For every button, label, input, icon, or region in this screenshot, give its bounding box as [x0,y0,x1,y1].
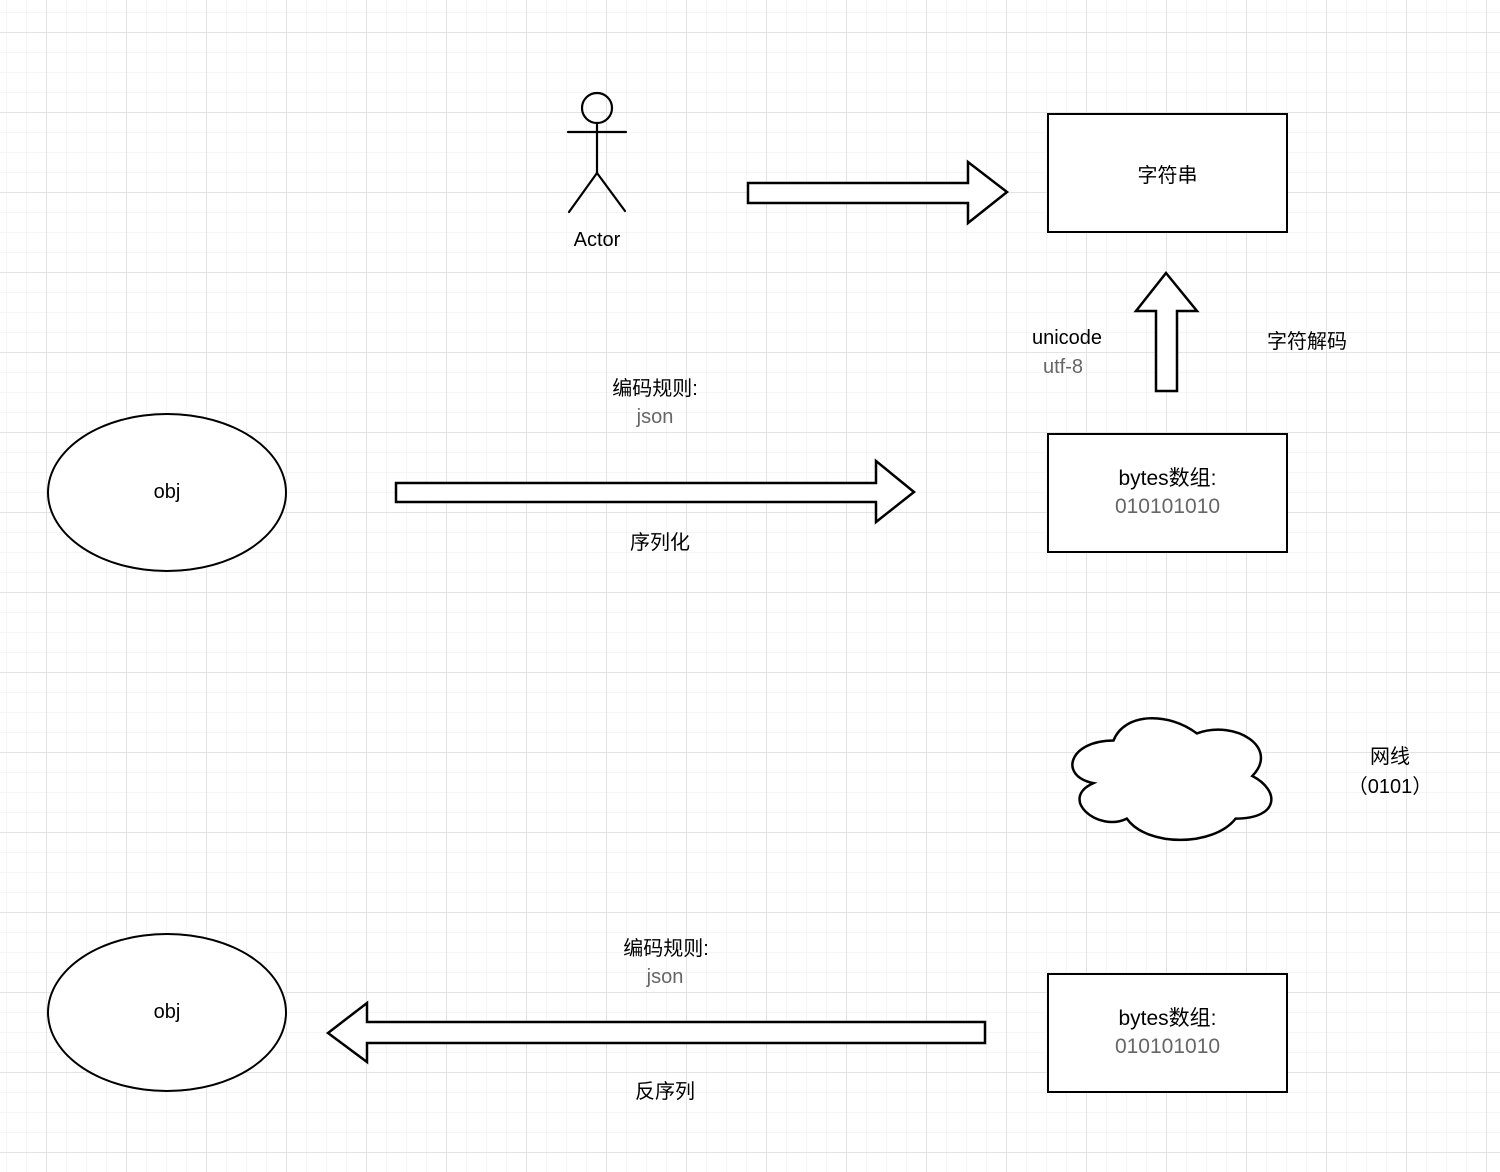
decode-action-label: 字符解码 [1267,331,1347,353]
deserialize-rule-value-label: json [646,966,684,988]
bytes-top-title: bytes数组: [1118,466,1217,490]
arrow-serialize[interactable] [394,458,918,525]
obj-bottom-label: obj [153,1001,181,1023]
decode-encoding-label: unicode [1031,327,1103,349]
bytes-top-value: 010101010 [1114,495,1221,518]
serialize-action-label: 序列化 [630,532,690,554]
bytes-bottom-value: 010101010 [1114,1035,1221,1058]
obj-ellipse-top[interactable]: obj [47,413,287,572]
decode-encoding-value-label: utf-8 [1042,356,1084,378]
arrow-bytes-to-string[interactable] [1133,271,1200,393]
deserialize-action-label: 反序列 [635,1081,695,1103]
cloud-label-line1: 网线 [1370,746,1410,768]
serialize-rule-label: 编码规则: [612,378,698,400]
obj-top-label: obj [153,481,181,503]
network-cloud[interactable] [1058,705,1280,847]
obj-ellipse-bottom[interactable]: obj [47,933,287,1092]
actor-figure-icon[interactable] [564,91,630,215]
serialize-rule-value-label: json [636,406,674,428]
actor-label: Actor [573,229,621,251]
bytes-box-top[interactable]: bytes数组: 010101010 [1047,433,1288,553]
deserialize-rule-label: 编码规则: [623,938,709,960]
arrow-actor-to-string[interactable] [746,159,1010,226]
cloud-label-line2: （0101） [1347,776,1433,798]
bytes-box-bottom[interactable]: bytes数组: 010101010 [1047,973,1288,1093]
cloud-label: 网线 （0101） [1348,742,1433,802]
string-box[interactable]: 字符串 [1047,113,1288,233]
bytes-bottom-title: bytes数组: [1118,1006,1217,1030]
arrow-deserialize[interactable] [325,1000,988,1065]
string-box-label: 字符串 [1137,164,1198,187]
